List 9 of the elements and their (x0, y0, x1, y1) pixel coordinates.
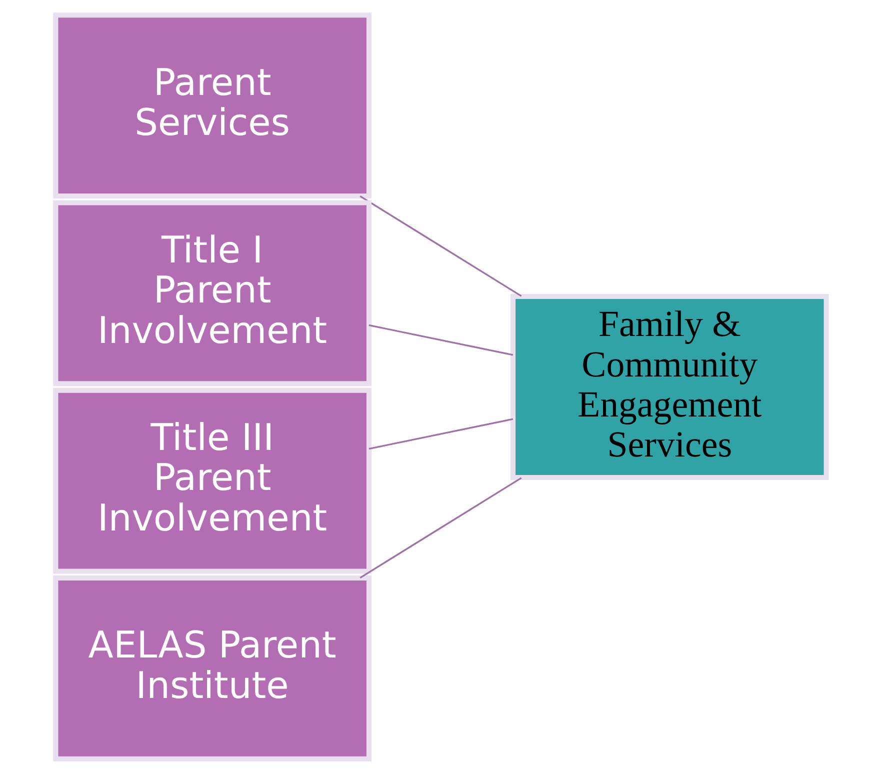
connector (368, 324, 513, 356)
node-box: Title I Parent Involvement (52, 200, 371, 386)
connector (368, 418, 513, 450)
connector (359, 195, 522, 297)
node-box: AELAS Parent Institute (52, 575, 371, 762)
node-box: Family & Community Engagement Services (510, 294, 828, 480)
node-box: Parent Services (52, 12, 371, 199)
node-box: Title III Parent Involvement (52, 388, 371, 574)
connector (359, 477, 522, 579)
